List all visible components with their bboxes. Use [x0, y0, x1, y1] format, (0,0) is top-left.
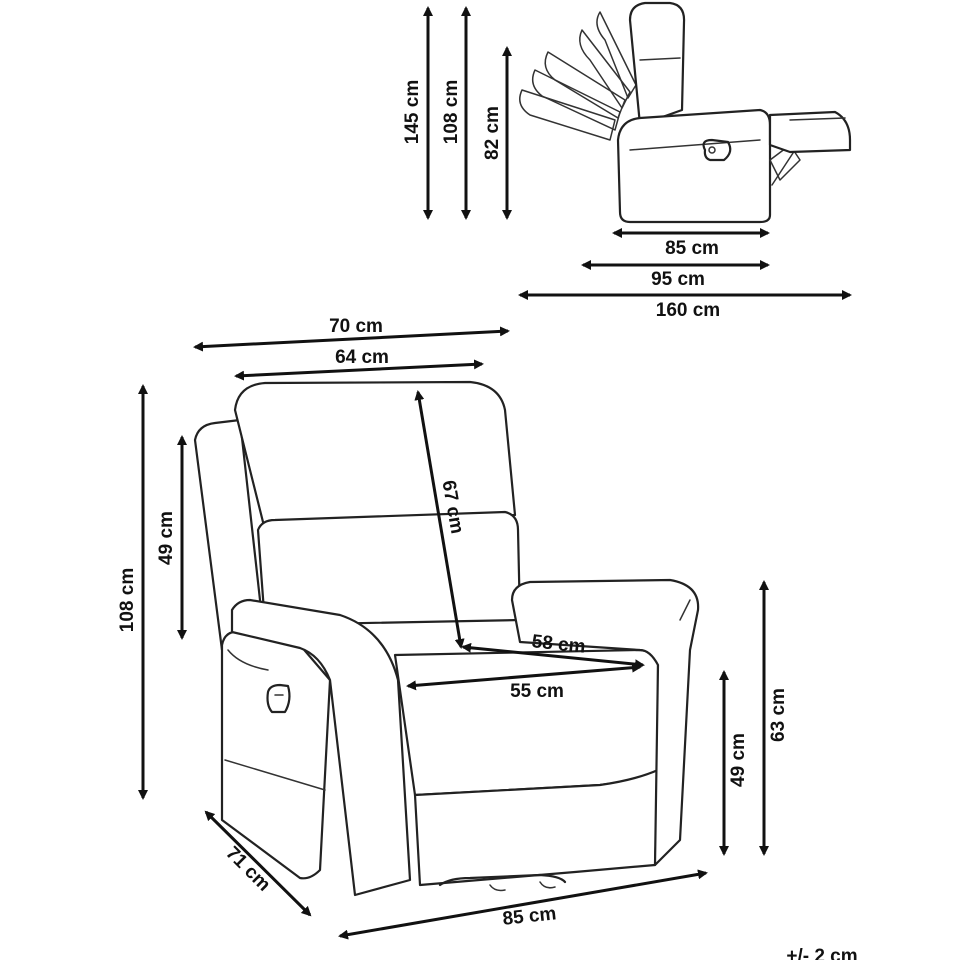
label-side-total-height: 145 cm	[402, 80, 423, 144]
dim-line-55	[406, 662, 642, 691]
label-front-back-height: 49 cm	[156, 511, 177, 565]
label-seat-height: 49 cm	[728, 733, 749, 787]
label-armrest-height: 63 cm	[768, 688, 789, 742]
label-front-inner-width: 64 cm	[335, 347, 389, 368]
dim-line-70	[193, 326, 510, 352]
label-seat-width: 55 cm	[510, 681, 564, 702]
dim-line-85-front	[338, 869, 708, 940]
label-side-depth: 85 cm	[665, 238, 719, 259]
label-front-width: 70 cm	[329, 316, 383, 337]
front-view-recliner-illustration	[193, 380, 700, 897]
dim-line-58	[461, 642, 645, 670]
label-side-length-full: 160 cm	[656, 300, 720, 321]
label-side-seat-height: 82 cm	[482, 106, 503, 160]
label-side-back-height: 108 cm	[441, 80, 462, 144]
label-tolerance: +/- 2 cm	[786, 946, 857, 960]
side-view-recliner-illustration	[519, 1, 852, 224]
label-side-depth-reclined: 95 cm	[651, 269, 705, 290]
label-base-width: 85 cm	[502, 903, 558, 930]
dim-line-71	[204, 810, 312, 917]
dimension-lines	[138, 5, 852, 940]
dim-line-67	[414, 390, 465, 649]
dim-line-64	[234, 359, 484, 381]
label-front-height: 108 cm	[117, 568, 138, 632]
